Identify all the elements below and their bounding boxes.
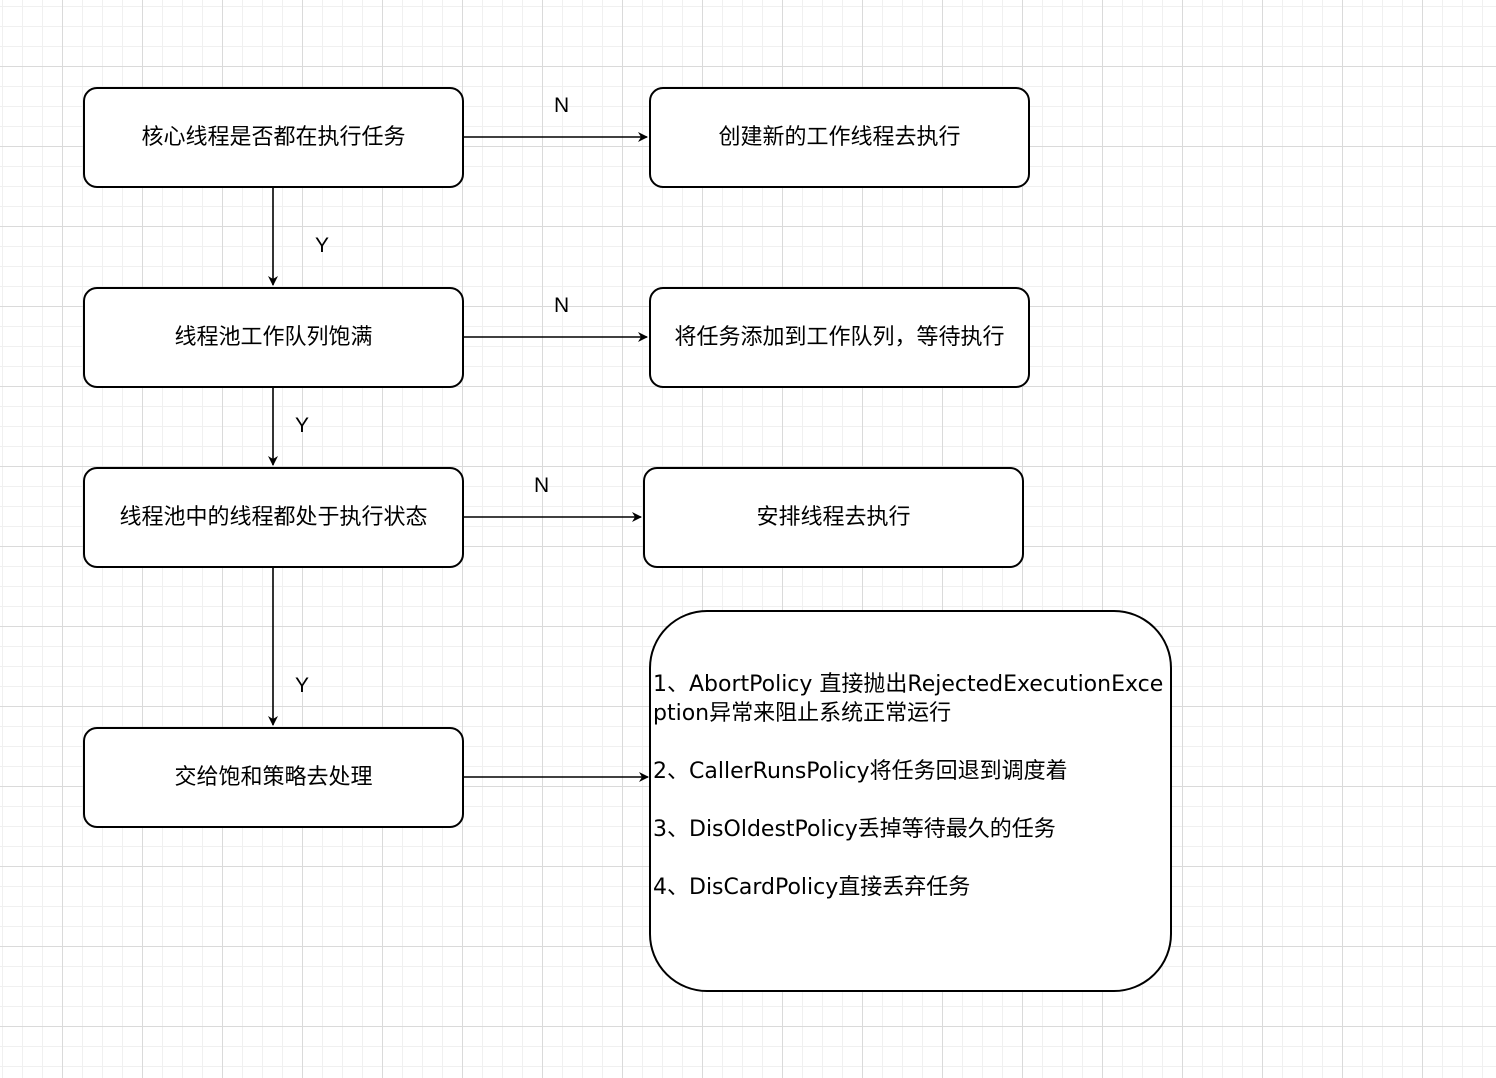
policy-list: 1、AbortPolicy 直接抛出RejectedExecutionExcep… — [653, 670, 1164, 931]
policy-item: 2、CallerRunsPolicy将任务回退到调度着 — [653, 759, 1068, 784]
node-schedule-thread-label: 安排线程去执行 — [756, 504, 911, 530]
node-core-threads-busy[interactable]: 核心线程是否都在执行任务 — [83, 87, 464, 188]
node-all-threads-busy-label: 线程池中的线程都处于执行状态 — [119, 504, 428, 530]
node-create-worker[interactable]: 创建新的工作线程去执行 — [649, 87, 1030, 188]
edge-label-no: N — [534, 474, 550, 497]
edge-label-yes: Y — [295, 674, 310, 697]
node-saturation-policy-label: 交给饱和策略去处理 — [174, 764, 373, 790]
node-all-threads-busy[interactable]: 线程池中的线程都处于执行状态 — [83, 467, 464, 568]
edge-label-no: N — [554, 94, 570, 117]
policy-item: 3、DisOldestPolicy丢掉等待最久的任务 — [653, 817, 1056, 842]
node-enqueue-task[interactable]: 将任务添加到工作队列，等待执行 — [649, 287, 1030, 388]
node-core-threads-busy-label: 核心线程是否都在执行任务 — [141, 124, 406, 150]
node-rejection-policies[interactable]: 1、AbortPolicy 直接抛出RejectedExecutionExcep… — [649, 610, 1172, 992]
node-create-worker-label: 创建新的工作线程去执行 — [718, 124, 961, 150]
node-saturation-policy[interactable]: 交给饱和策略去处理 — [83, 727, 464, 828]
node-queue-full-label: 线程池工作队列饱满 — [174, 324, 373, 350]
edge-label-yes: Y — [295, 414, 310, 437]
node-queue-full[interactable]: 线程池工作队列饱满 — [83, 287, 464, 388]
edge-label-no: N — [554, 294, 570, 317]
node-schedule-thread[interactable]: 安排线程去执行 — [643, 467, 1024, 568]
node-enqueue-task-label: 将任务添加到工作队列，等待执行 — [674, 324, 1005, 350]
edge-label-yes: Y — [315, 234, 330, 257]
policy-item: 4、DisCardPolicy直接丢弃任务 — [653, 875, 971, 900]
policy-item: 1、AbortPolicy 直接抛出RejectedExecutionExcep… — [653, 672, 1164, 726]
